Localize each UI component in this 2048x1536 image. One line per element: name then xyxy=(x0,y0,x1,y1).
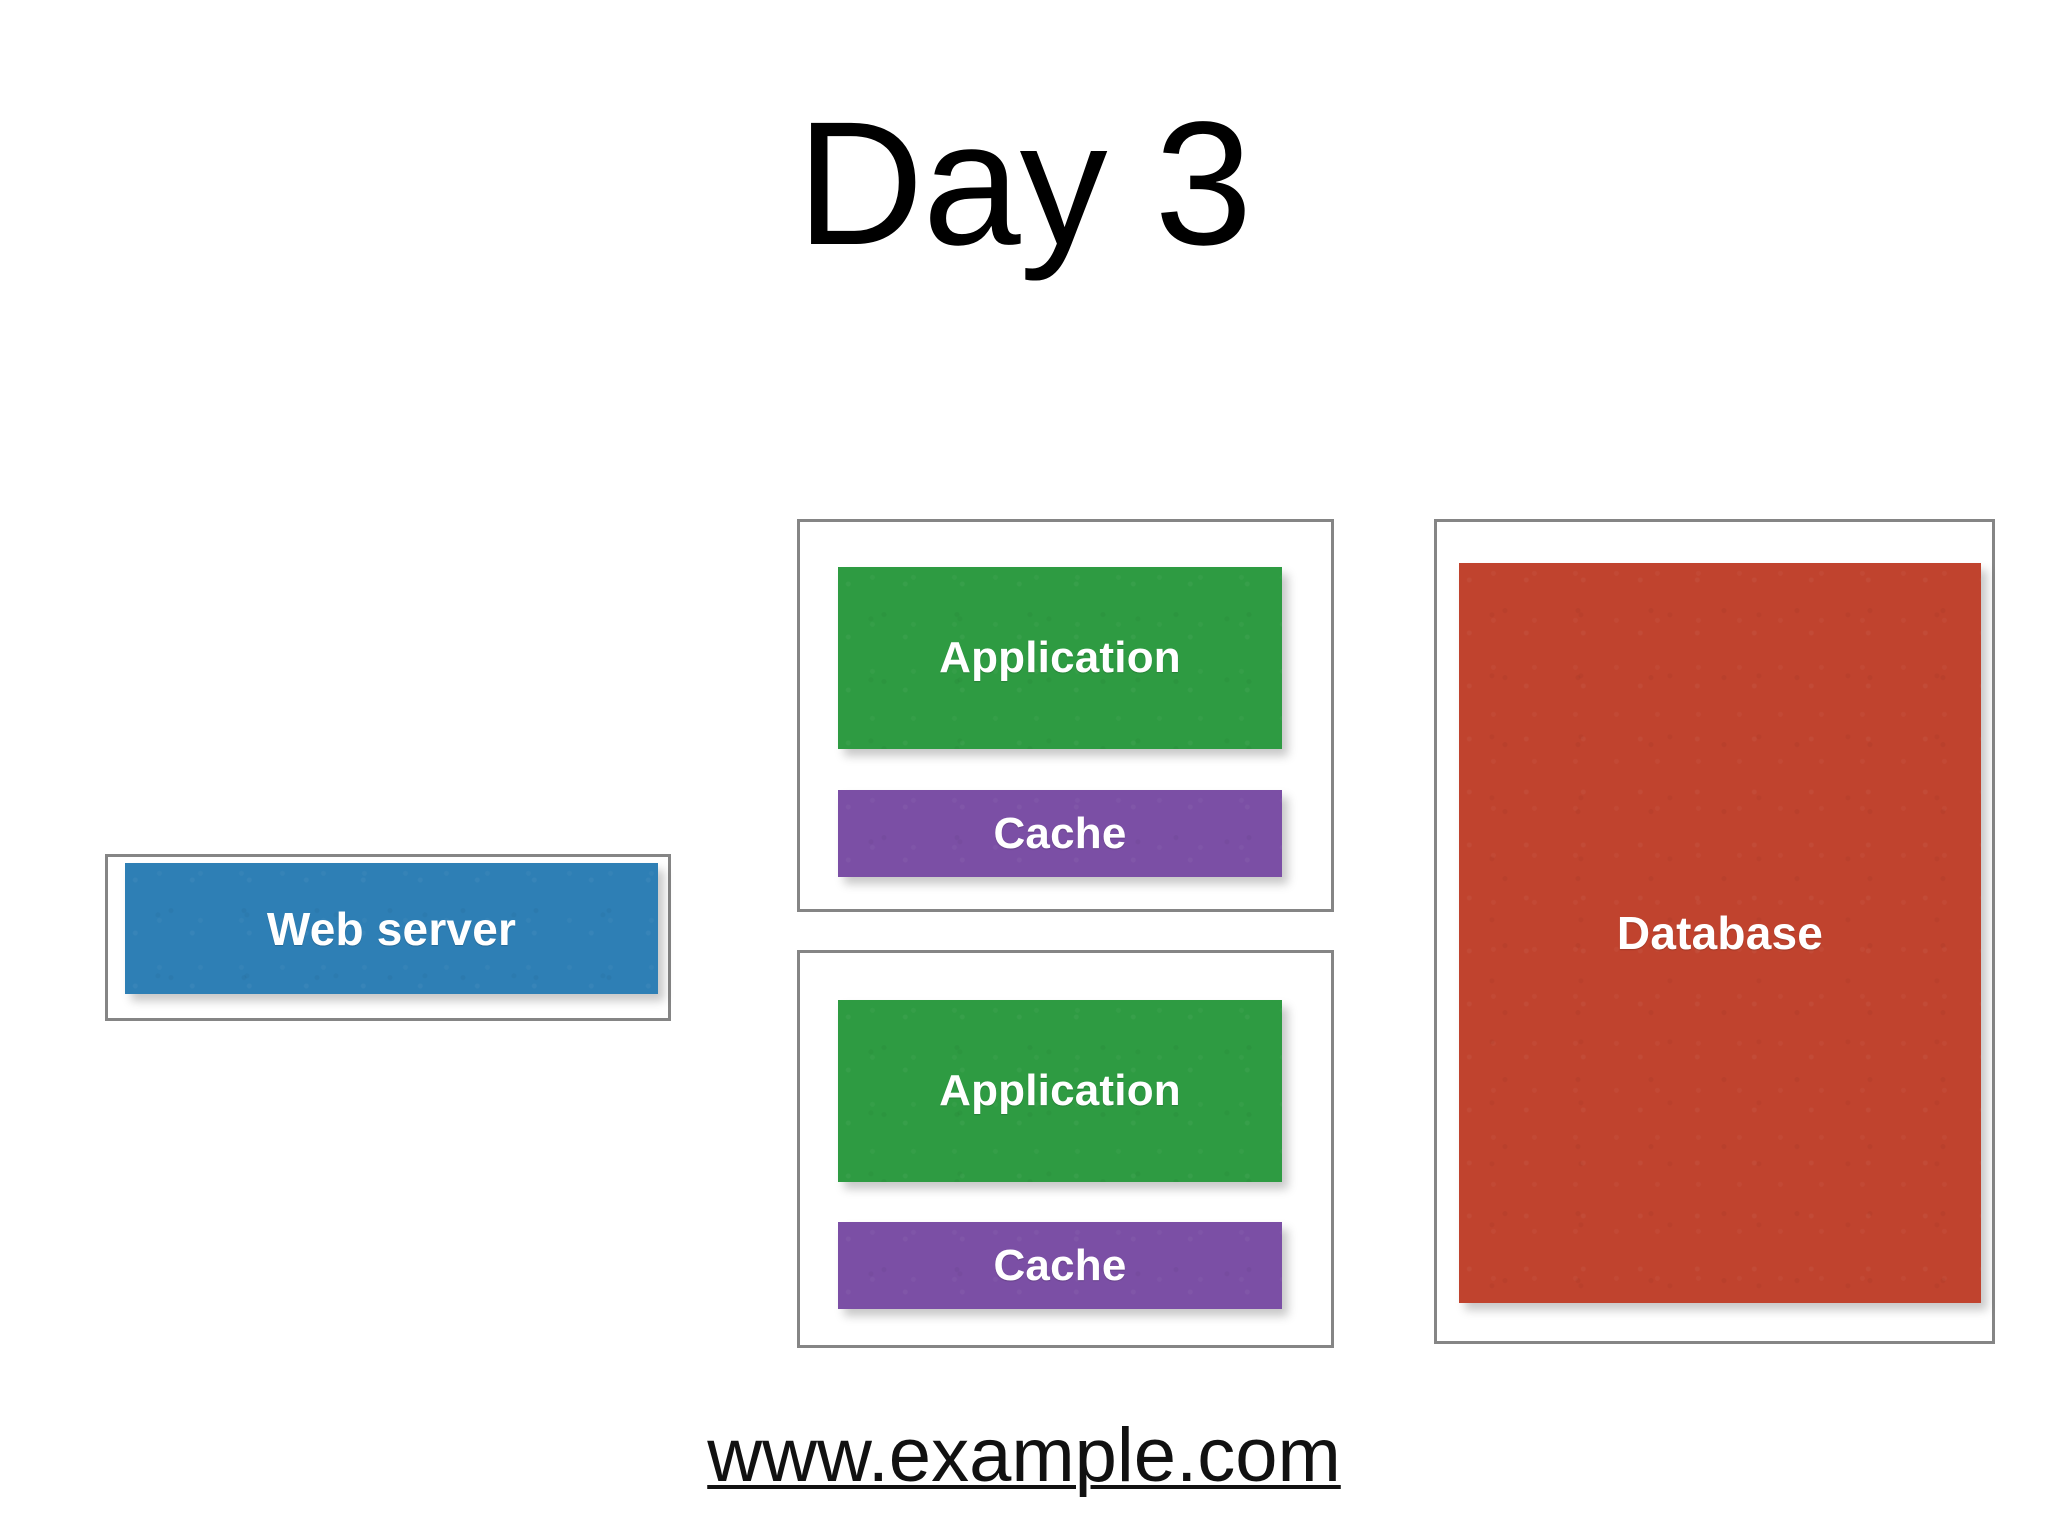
component-label-cache-1: Cache xyxy=(993,808,1127,858)
site-url-link[interactable]: www.example.com xyxy=(707,1413,1341,1498)
component-application-1[interactable]: Application xyxy=(838,567,1282,749)
component-database[interactable]: Database xyxy=(1459,563,1981,1303)
component-label-application-2: Application xyxy=(939,1066,1181,1115)
component-application-2[interactable]: Application xyxy=(838,1000,1282,1182)
host-box-app-server-1[interactable]: Application Cache xyxy=(797,519,1334,912)
component-web-server[interactable]: Web server xyxy=(125,863,658,994)
host-box-web-server[interactable]: Web server xyxy=(105,854,671,1021)
component-label-application-1: Application xyxy=(939,633,1181,682)
host-box-app-server-2[interactable]: Application Cache xyxy=(797,950,1334,1348)
component-cache-1[interactable]: Cache xyxy=(838,790,1282,877)
component-label-cache-2: Cache xyxy=(993,1240,1127,1290)
component-cache-2[interactable]: Cache xyxy=(838,1222,1282,1309)
page-title: Day 3 xyxy=(796,86,1253,282)
component-label-web-server: Web server xyxy=(266,902,517,955)
host-box-database[interactable]: Database xyxy=(1434,519,1995,1344)
component-label-database: Database xyxy=(1616,907,1824,959)
footer: www.example.com xyxy=(0,1418,2048,1494)
